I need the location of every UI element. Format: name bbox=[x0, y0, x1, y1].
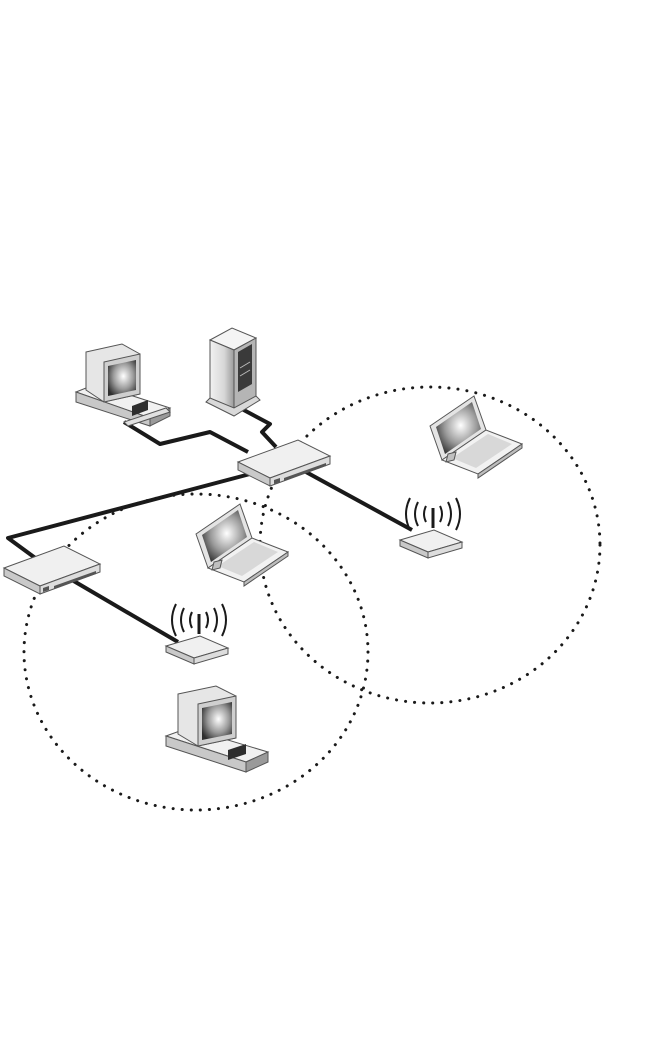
laptop-icon bbox=[196, 504, 288, 586]
link-left-switch-to-ap-left bbox=[72, 580, 178, 642]
link-server-to-switch bbox=[240, 408, 276, 447]
wireless-access-point-icon bbox=[166, 604, 228, 664]
link-desktop-to-switch bbox=[124, 422, 248, 452]
desktop-computer-icon bbox=[76, 344, 170, 426]
wireless-access-point-icon bbox=[400, 498, 462, 558]
link-switch-to-ap-right bbox=[306, 472, 412, 530]
tower-server-icon bbox=[206, 328, 260, 416]
desktop-computer-icon bbox=[166, 686, 268, 772]
laptop-icon bbox=[430, 396, 522, 478]
